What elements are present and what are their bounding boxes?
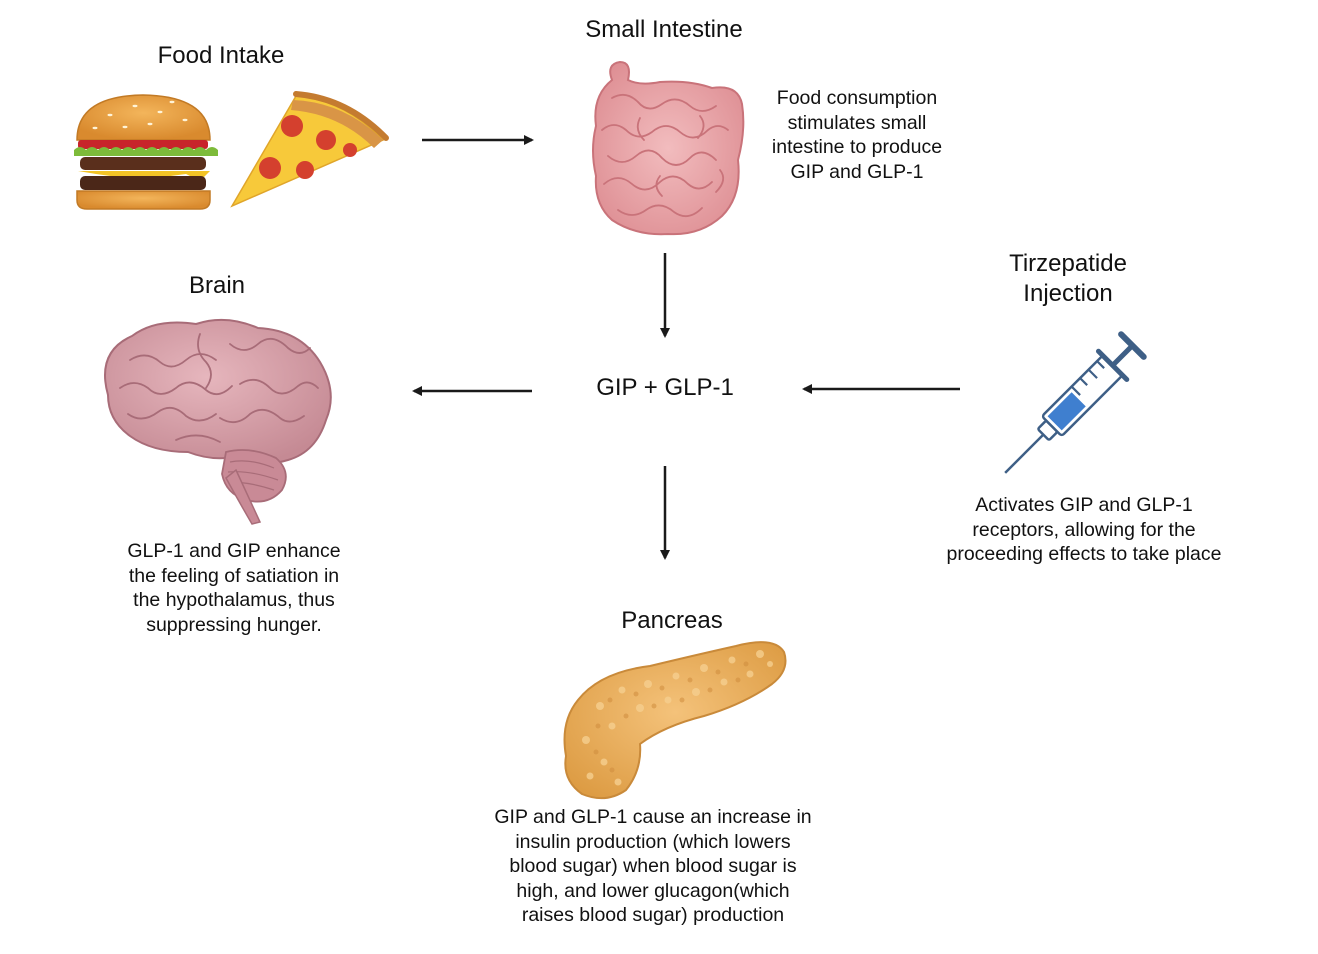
description-line: receptors, allowing for the [972,518,1196,541]
description-line: proceeding effects to take place [946,543,1222,566]
description-line: blood sugar) when blood sugar is [509,855,797,878]
description-line: raises blood sugar) production [521,904,785,927]
pizza-slice-icon [230,91,389,208]
brain-description: GLP-1 and GIP enhance the feeling of sat… [84,539,384,637]
hub-label: GIP + GLP-1 [596,374,734,401]
tirzepatide-description: Activates GIP and GLP-1 receptors, allow… [918,493,1250,567]
pancreas-icon [563,641,787,800]
description-line: intestine to produce [771,136,943,159]
description-line: GIP and GLP-1 [790,160,924,183]
tirzepatide-title: Tirzepatide Injection [968,249,1168,309]
pancreas-title: Pancreas [621,607,723,634]
description-line: GLP-1 and GIP enhance [127,540,341,562]
syringe-icon [1004,331,1147,474]
small-intestine-description: Food consumption stimulates small intest… [744,86,970,184]
food-intake-title: Food Intake [157,42,285,69]
brain-icon [104,318,332,525]
small-intestine-title: Small Intestine [585,16,743,43]
burger-icon [74,94,218,210]
description-line: the hypothalamus, thus [133,589,335,612]
tirzepatide-title-line: Tirzepatide [1009,250,1127,277]
description-line: insulin production (which lowers [515,830,791,853]
tirzepatide-title-line: Injection [1023,280,1113,307]
description-line: GIP and GLP-1 cause an increase in [494,806,812,828]
brain-title: Brain [188,272,246,299]
description-line: Activates GIP and GLP-1 [975,494,1193,516]
description-line: suppressing hunger. [146,613,322,636]
description-line: Food consumption [776,87,938,109]
description-line: stimulates small [787,111,927,134]
description-line: high, and lower glucagon(which [516,879,790,902]
description-line: the feeling of satiation in [128,564,340,587]
small-intestine-icon [592,60,745,236]
pancreas-description: GIP and GLP-1 cause an increase in insul… [462,805,844,928]
